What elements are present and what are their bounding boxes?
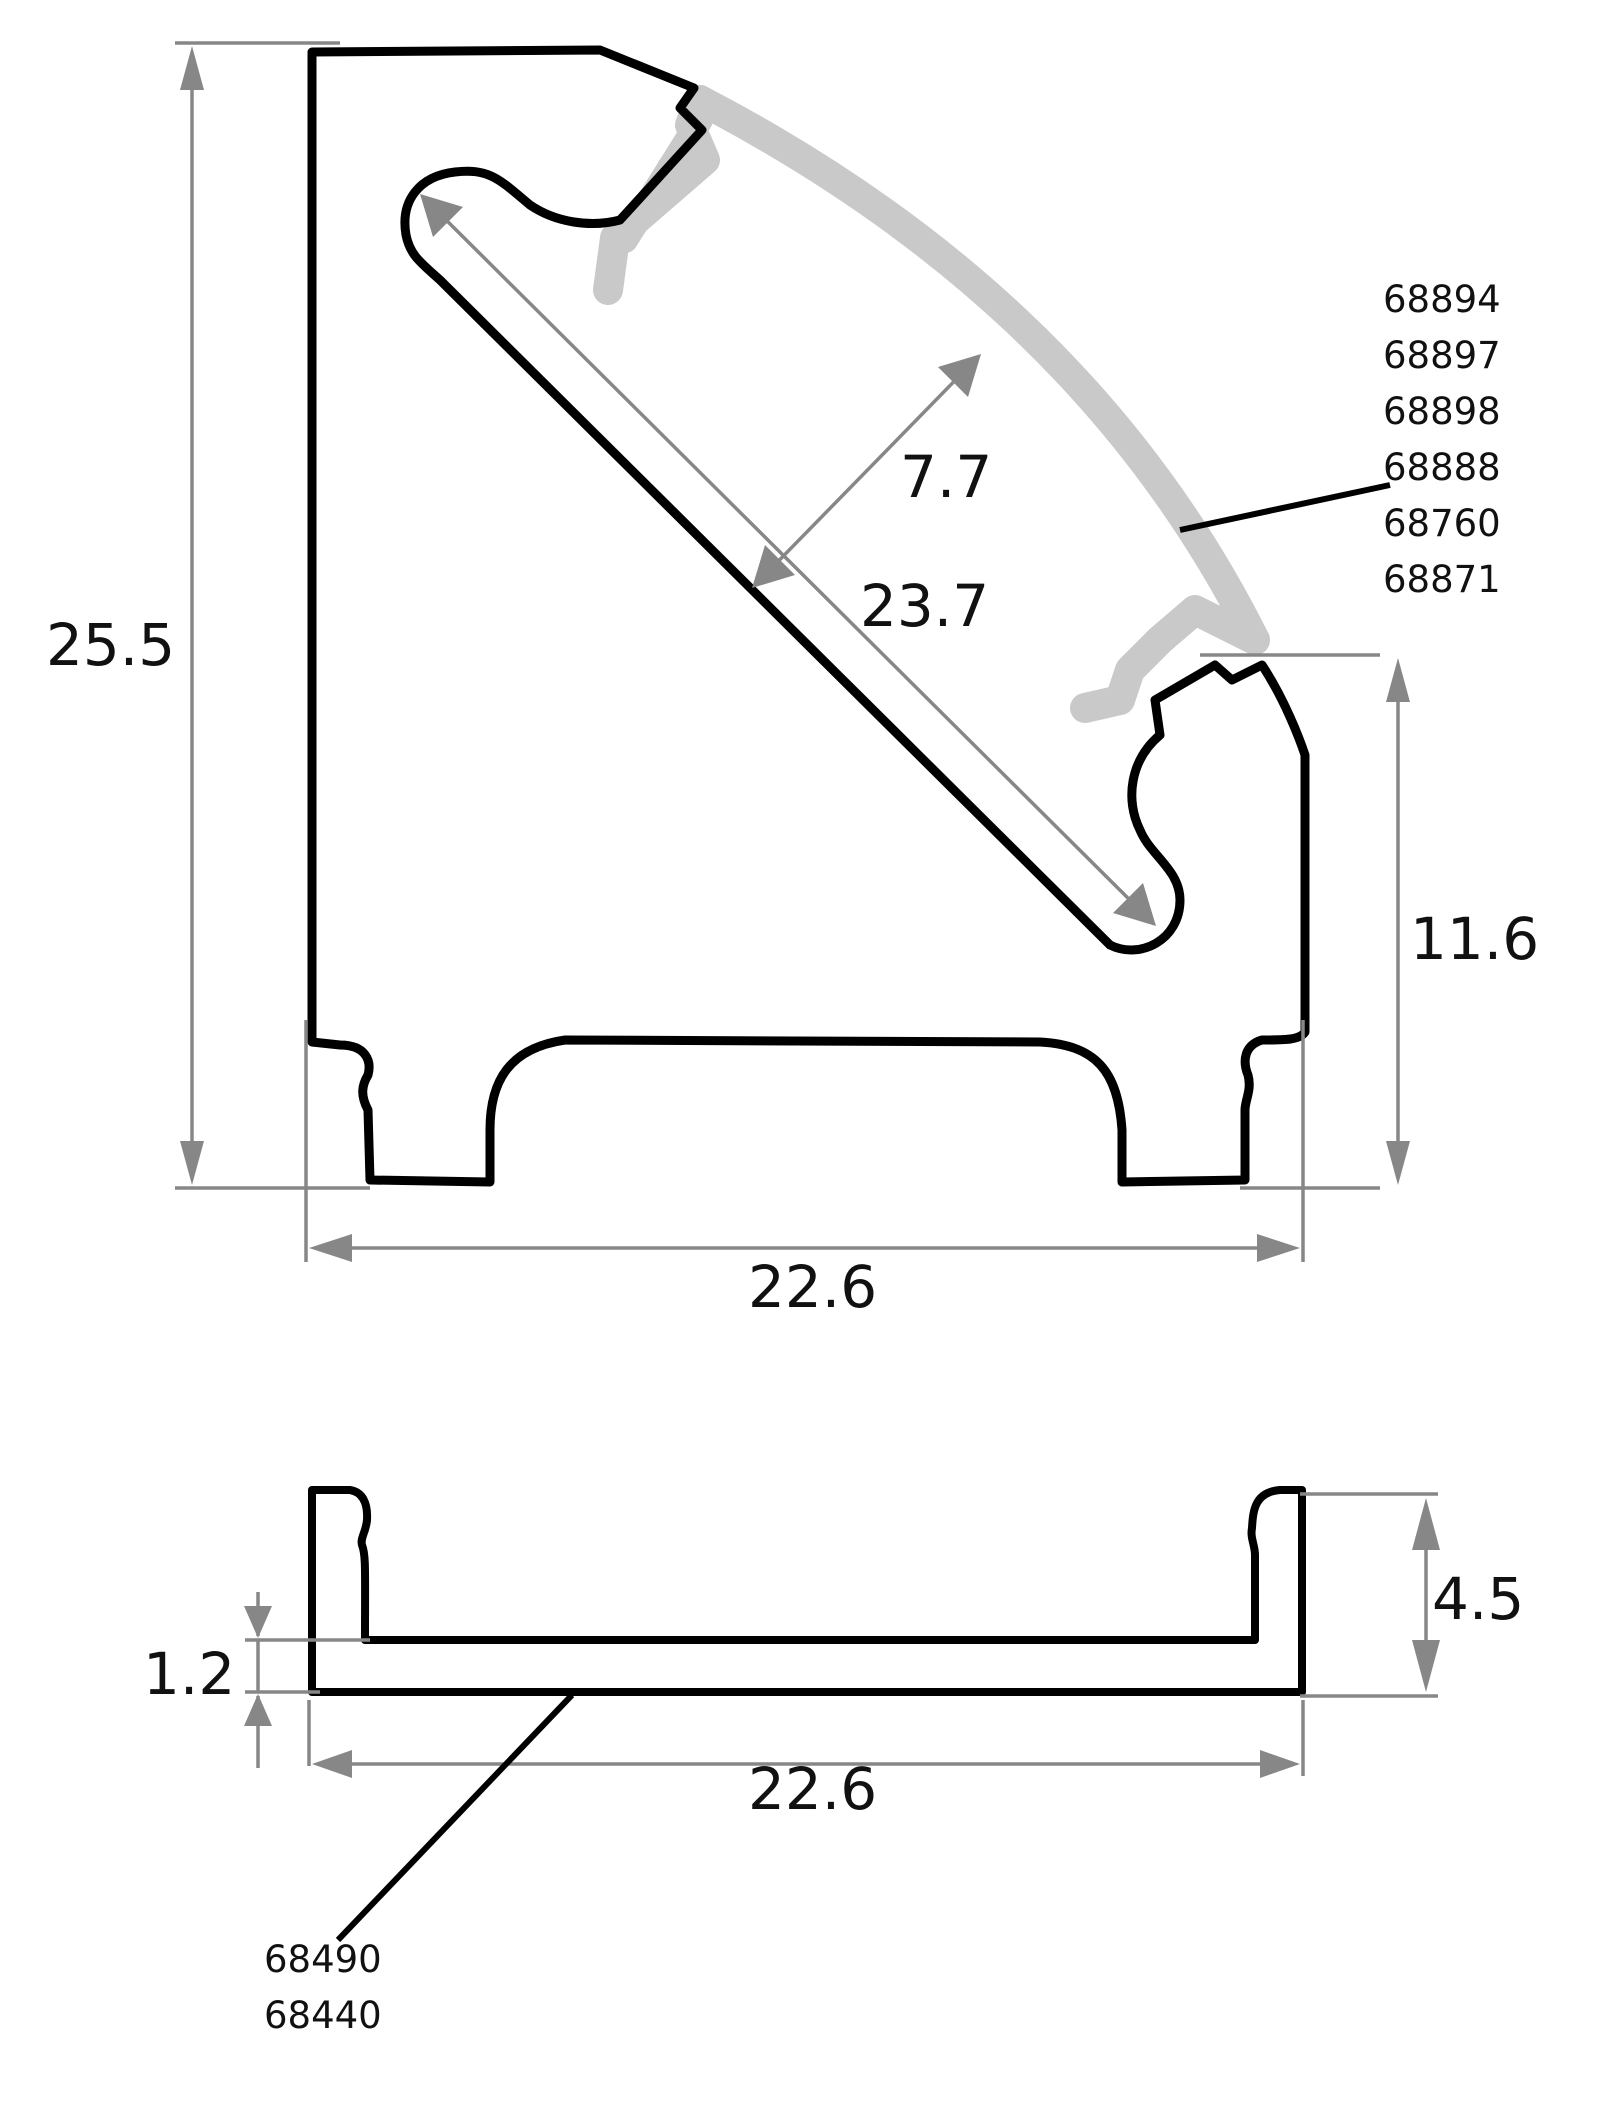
dimension-height-11-6 — [1200, 653, 1410, 1190]
dimension-label-height: 25.5 — [46, 611, 176, 679]
dimension-channel-depth-7-7 — [752, 354, 981, 588]
cover-part-number-list: 68490 68440 — [264, 1932, 382, 2044]
dimension-label-channel-width: 23.7 — [860, 572, 990, 640]
diffuser-part-number-list: 68894 68897 68898 68888 68760 68871 — [1383, 272, 1501, 608]
leader-line-cover — [335, 1692, 575, 1943]
dimension-label-right-height: 11.6 — [1410, 905, 1540, 973]
dimension-cover-height-4-5 — [1300, 1492, 1440, 1698]
leader-line-diffuser — [1179, 482, 1391, 533]
profile-outline — [307, 45, 1310, 1187]
cover-outline — [308, 1486, 1306, 1696]
dimension-width-22-6-main — [304, 1020, 1305, 1262]
dimension-channel-width-23-7 — [420, 194, 1156, 926]
part-number: 68898 — [1383, 390, 1501, 433]
dimension-label-width: 22.6 — [748, 1253, 878, 1321]
dimension-label-cover-height: 4.5 — [1432, 1565, 1525, 1633]
part-number: 68440 — [264, 1994, 382, 2037]
dimension-label-cover-width: 22.6 — [748, 1755, 878, 1823]
part-number: 68897 — [1383, 334, 1501, 377]
dimension-label-cover-thickness: 1.2 — [143, 1640, 236, 1708]
dimension-cover-width-22-6 — [307, 1700, 1305, 1778]
dimension-height-25-5 — [175, 41, 370, 1190]
part-number: 68894 — [1383, 278, 1501, 321]
part-number: 68490 — [264, 1938, 382, 1981]
part-number: 68871 — [1383, 558, 1501, 601]
part-number: 68888 — [1383, 446, 1501, 489]
dimension-label-channel-depth: 7.7 — [900, 443, 993, 511]
part-number: 68760 — [1383, 502, 1501, 545]
dimension-cover-thickness-1-2 — [244, 1592, 370, 1768]
